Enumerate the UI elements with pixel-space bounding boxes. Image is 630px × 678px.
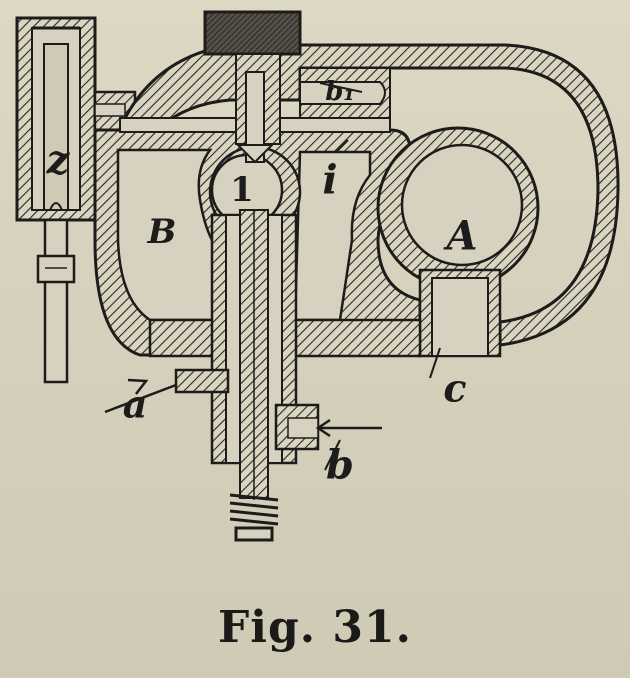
spring (229, 493, 279, 542)
label-leaders (319, 82, 441, 471)
figure-caption: Fig. 31. (218, 602, 412, 653)
label-c: c (443, 365, 467, 411)
label-1: 1 (230, 170, 254, 210)
label-a-upper: A (446, 212, 478, 260)
gauge-tube (15, 16, 97, 222)
label-b: b (326, 441, 354, 489)
gauge-channel (94, 103, 126, 117)
inlet-a (174, 368, 230, 394)
arrow-b (315, 418, 382, 438)
chamber-a (400, 143, 524, 267)
chamber-b (116, 148, 217, 322)
label-i: i (322, 156, 338, 204)
arrow-a (104, 378, 177, 414)
label-b1: b₁ (325, 77, 355, 107)
label-z: z (46, 136, 70, 184)
outlet-c (431, 277, 489, 357)
gauge-stem (36, 218, 76, 384)
label-a: a (122, 381, 148, 427)
chamber-i (293, 150, 372, 322)
top-cap (203, 10, 302, 56)
piston-tube (210, 209, 298, 500)
label-b-upper: B (147, 212, 177, 252)
